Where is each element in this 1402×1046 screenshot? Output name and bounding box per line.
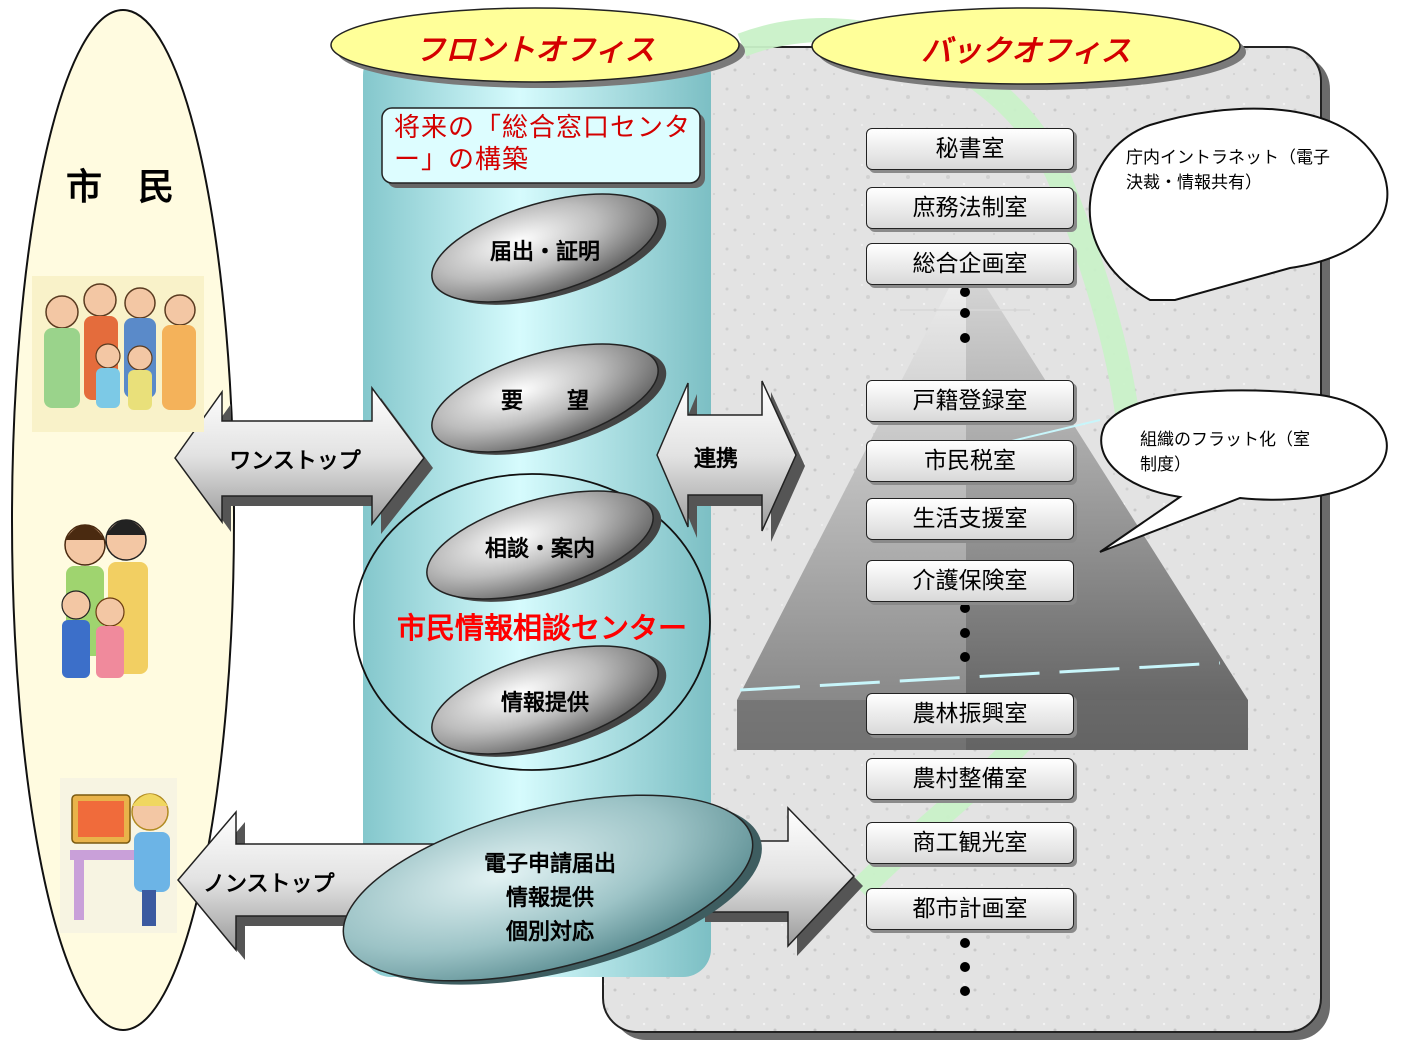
department-box: 商工観光室 <box>866 822 1074 864</box>
flat-organization-bubble-text: 組織のフラット化（室制度） <box>1140 430 1310 475</box>
ellipsis-dot <box>960 628 970 638</box>
non-stop-arrow-label: ノンストップ <box>203 872 335 897</box>
department-box: 都市計画室 <box>866 888 1074 930</box>
back-office-header: バックオフィス <box>921 34 1131 69</box>
family-icon <box>32 276 204 432</box>
electronic-individual: 個別対応 <box>505 920 594 945</box>
future-center-box: 将来の「総合窓口センター」の構築 <box>394 113 692 175</box>
service-consultation: 相談・案内 <box>484 537 595 562</box>
ellipsis-dot <box>960 287 970 297</box>
department-box: 市民税室 <box>866 440 1074 482</box>
department-box: 総合企画室 <box>866 243 1074 285</box>
department-box: 生活支援室 <box>866 498 1074 540</box>
ellipsis-dot <box>960 603 970 613</box>
ellipsis-dot <box>960 938 970 948</box>
department-box: 農林振興室 <box>866 693 1074 735</box>
one-stop-arrow-label: ワンストップ <box>229 449 361 474</box>
service-requests: 要 望 <box>500 389 589 414</box>
computer-user-icon <box>60 778 177 933</box>
ellipsis-dot <box>960 333 970 343</box>
service-info: 情報提供 <box>500 691 589 716</box>
electronic-info: 情報提供 <box>505 886 594 911</box>
ellipsis-dot <box>960 652 970 662</box>
front-office-header: フロントオフィス <box>415 33 655 68</box>
cooperation-arrow-label: 連携 <box>693 447 738 472</box>
service-notifications: 届出・証明 <box>489 240 600 265</box>
department-box: 農村整備室 <box>866 758 1074 800</box>
citizen-info-center-title: 市民情報相談センター <box>396 611 687 645</box>
department-box: 戸籍登録室 <box>866 380 1074 422</box>
department-box: 秘書室 <box>866 128 1074 170</box>
ellipsis-dot <box>960 986 970 996</box>
electronic-application: 電子申請届出 <box>483 852 616 877</box>
parents-children-icon <box>61 519 148 678</box>
citizens-title: 市 民 <box>65 167 174 208</box>
ellipsis-dot <box>960 962 970 972</box>
department-box: 庶務法制室 <box>866 187 1074 229</box>
department-box: 介護保険室 <box>866 560 1074 602</box>
intranet-bubble-text: 庁内イントラネット（電子決裁・情報共有） <box>1126 148 1330 193</box>
ellipsis-dot <box>960 308 970 318</box>
